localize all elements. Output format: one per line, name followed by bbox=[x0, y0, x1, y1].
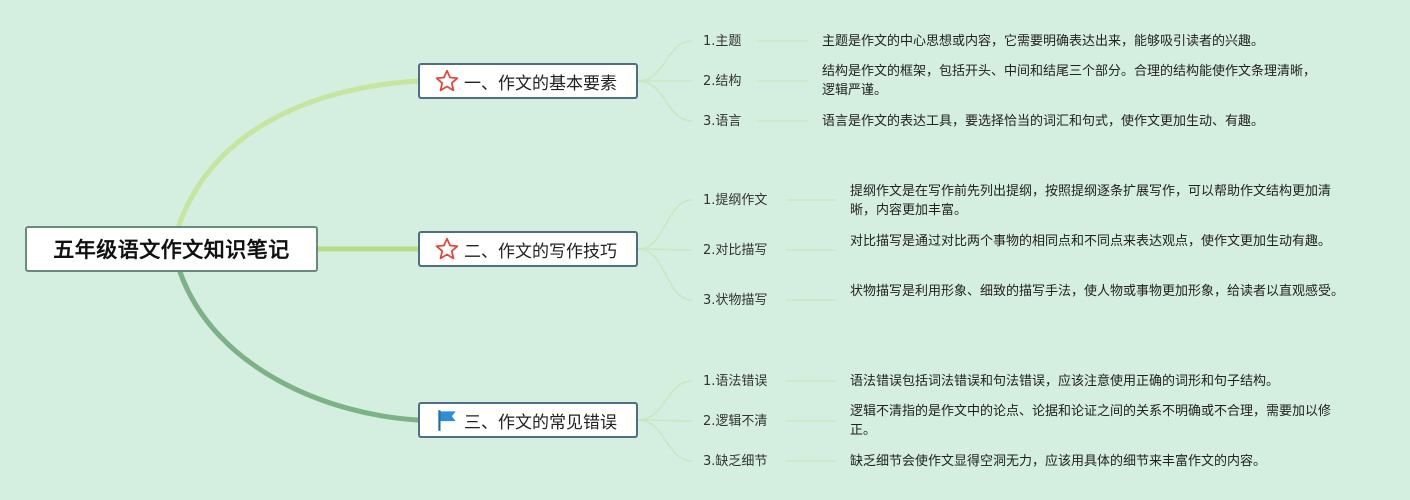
star-icon bbox=[434, 68, 460, 94]
flag-icon bbox=[434, 407, 460, 433]
branch-label: 一、作文的基本要素 bbox=[464, 73, 617, 94]
root-to-branch-3-line bbox=[177, 269, 421, 423]
topic-label[interactable]: 3.状物描写 bbox=[703, 293, 768, 308]
subtopic-connector bbox=[637, 380, 693, 421]
root-title: 五年级语文作文知识笔记 bbox=[53, 238, 290, 262]
topic-description: 结构是作文的框架，包括开头、中间和结尾三个部分。合理的结构能使作文条理清晰，逻辑… bbox=[822, 64, 1317, 98]
topic-label[interactable]: 1.语法错误 bbox=[703, 374, 768, 389]
subtopic-connector bbox=[637, 199, 693, 250]
subtopic-connector bbox=[637, 248, 693, 301]
subtopic-connector bbox=[637, 248, 693, 251]
topic-description: 缺乏细节会使作文显得空洞无力，应该用具体的细节来丰富作文的内容。 bbox=[850, 454, 1267, 469]
topic-description: 提纲作文是在写作前先列出提纲，按照提纲逐条扩展写作，可以帮助作文结构更加清晰，内… bbox=[850, 184, 1332, 218]
topic-description: 主题是作文的中心思想或内容，它需要明确表达出来，能够吸引读者的兴趣。 bbox=[822, 34, 1265, 49]
topic-label[interactable]: 2.对比描写 bbox=[703, 243, 768, 258]
subtopic-connector bbox=[637, 80, 693, 122]
branch-label: 二、作文的写作技巧 bbox=[464, 241, 617, 262]
topic-label[interactable]: 1.主题 bbox=[703, 34, 742, 49]
topic-description: 逻辑不清指的是作文中的论点、论据和论证之间的关系不明确或不合理，需要加以修正。 bbox=[850, 404, 1332, 438]
topic-description: 语言是作文的表达工具，要选择恰当的词汇和句式，使作文更加生动、有趣。 bbox=[822, 114, 1265, 129]
topic-label[interactable]: 2.结构 bbox=[703, 74, 742, 89]
topic-label[interactable]: 3.缺乏细节 bbox=[703, 454, 768, 469]
branch-basic-elements[interactable]: 一、作文的基本要素 bbox=[418, 63, 638, 99]
topic-label[interactable]: 3.语言 bbox=[703, 114, 742, 129]
topic-label[interactable]: 1.提纲作文 bbox=[703, 193, 768, 208]
topic-label[interactable]: 2.逻辑不清 bbox=[703, 414, 768, 429]
branch-label: 三、作文的常见错误 bbox=[464, 412, 617, 433]
sub-connectors bbox=[637, 40, 836, 462]
topic-description: 语法错误包括词法错误和句法错误，应该注意使用正确的词形和句子结构。 bbox=[850, 374, 1280, 389]
topic-description: 对比描写是通过对比两个事物的相同点和不同点来表达观点，使作文更加生动有趣。 bbox=[850, 234, 1332, 249]
root-to-branch-1-line bbox=[175, 78, 421, 231]
star-icon bbox=[434, 236, 460, 262]
branch-writing-skills[interactable]: 二、作文的写作技巧 bbox=[418, 231, 638, 267]
subtopic-connector bbox=[637, 40, 693, 82]
root-topic[interactable]: 五年级语文作文知识笔记 bbox=[25, 226, 318, 272]
topic-description: 状物描写是利用形象、细致的描写手法，使人物或事物更加形象，给读者以直观感受。 bbox=[850, 284, 1345, 299]
branch-common-errors[interactable]: 三、作文的常见错误 bbox=[418, 402, 638, 438]
subtopic-connector bbox=[637, 419, 693, 462]
